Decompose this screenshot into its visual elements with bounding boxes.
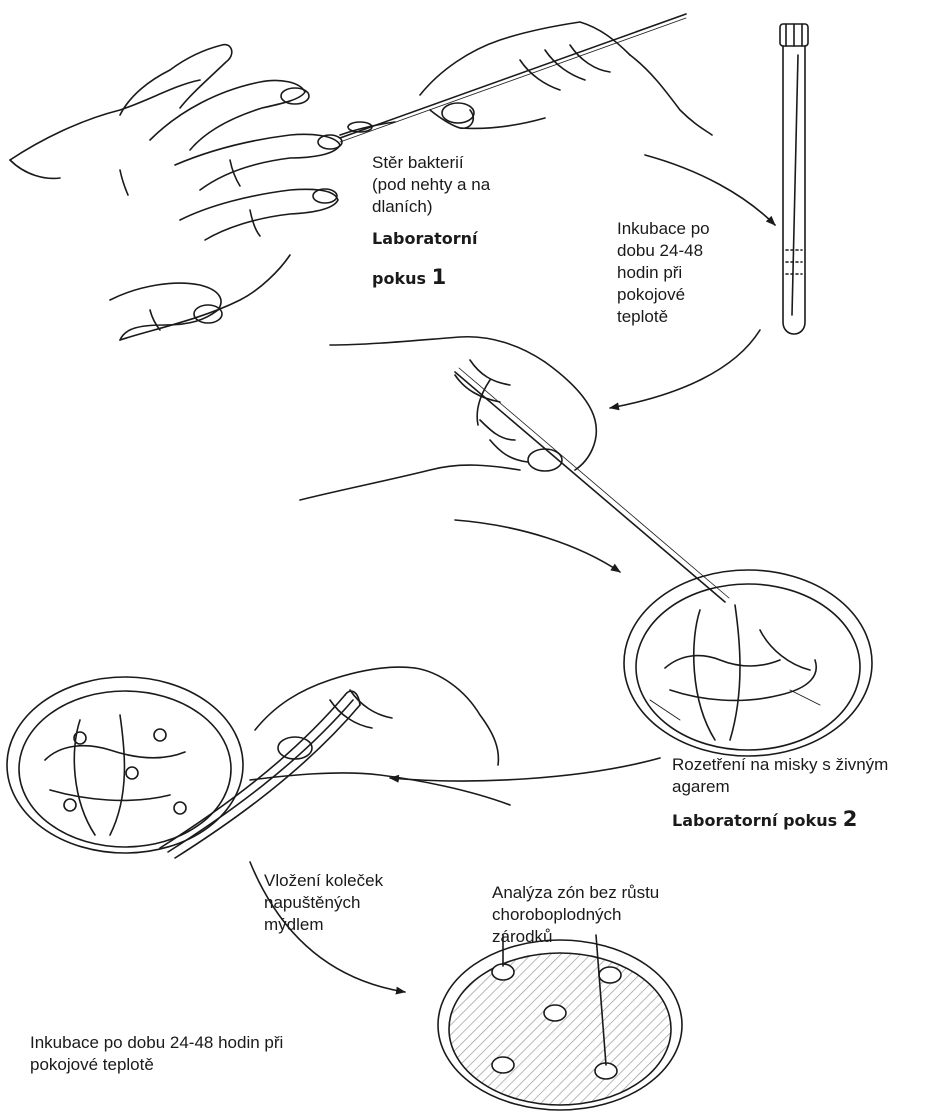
soap-disc-icon [126, 767, 138, 779]
soap-disc-icon [174, 802, 186, 814]
arrow-icon [390, 758, 660, 781]
inhibition-zone-icon [492, 1057, 514, 1073]
inhibition-zone-icon [599, 967, 621, 983]
discs-step-label: Vložení koleček napuštěných mýdlem [264, 870, 383, 936]
incubation-1-line: pokojové [617, 284, 710, 306]
tweezers-icon [160, 691, 360, 858]
spread-step-line: agarem [672, 776, 888, 798]
incubation-2-line: pokojové teplotě [30, 1054, 283, 1076]
incubation-1-line: teplotě [617, 306, 710, 328]
arrow-icon [610, 330, 760, 408]
test-tube-icon [780, 24, 808, 334]
lab-experiment-1-text: Laboratorní [372, 220, 478, 258]
soap-disc-icon [154, 729, 166, 741]
lab-experiment-1-label: Laboratorní pokus 1 [372, 220, 478, 298]
lab-experiment-1-number-line: pokus 1 [372, 258, 478, 298]
incubation-2-label: Inkubace po dobu 24-48 hodin při pokojov… [30, 1032, 283, 1076]
discs-step-line: mýdlem [264, 914, 383, 936]
analysis-step-line: choroboplodných [492, 904, 659, 926]
petri-dish-icon [438, 935, 682, 1110]
swab-stick-icon [340, 14, 686, 138]
swab-hand-icon [420, 22, 712, 135]
incubation-1-label: Inkubace po dobu 24-48 hodin při pokojov… [617, 218, 710, 328]
lab-experiment-2-label: Laboratorní pokus 2 [672, 808, 857, 832]
lab-experiment-2-number: 2 [843, 807, 858, 831]
analysis-step-line: zárodků [492, 926, 659, 948]
analysis-step-label: Analýza zón bez růstu choroboplodných zá… [492, 882, 659, 948]
lab-experiment-1-word: pokus [372, 269, 426, 288]
inhibition-zone-icon [544, 1005, 566, 1021]
swab-step-label: Stěr bakterií (pod nehty a na dlaních) [372, 152, 490, 218]
arrow-icon [645, 155, 775, 225]
lab-experiment-2-text: Laboratorní pokus [672, 811, 837, 830]
swab-step-line: Stěr bakterií [372, 152, 490, 174]
petri-dish-icon [624, 570, 872, 756]
lab-experiment-1-number: 1 [432, 265, 447, 289]
left-hand-icon [10, 45, 395, 340]
incubation-2-line: Inkubace po dobu 24-48 hodin při [30, 1032, 283, 1054]
incubation-1-line: hodin při [617, 262, 710, 284]
soap-disc-icon [64, 799, 76, 811]
swab-step-line: (pod nehty a na [372, 174, 490, 196]
swab-step-line: dlaních) [372, 196, 490, 218]
right-hand-icon [300, 337, 596, 500]
spread-step-line: Rozetření na misky s živným [672, 754, 888, 776]
arrow-icon [455, 520, 620, 572]
incubation-1-line: Inkubace po [617, 218, 710, 240]
analysis-step-line: Analýza zón bez růstu [492, 882, 659, 904]
incubation-1-line: dobu 24-48 [617, 240, 710, 262]
tweezers-hand-icon [250, 667, 510, 805]
spread-step-label: Rozetření na misky s živným agarem [672, 754, 888, 798]
discs-step-line: napuštěných [264, 892, 383, 914]
discs-step-line: Vložení koleček [264, 870, 383, 892]
